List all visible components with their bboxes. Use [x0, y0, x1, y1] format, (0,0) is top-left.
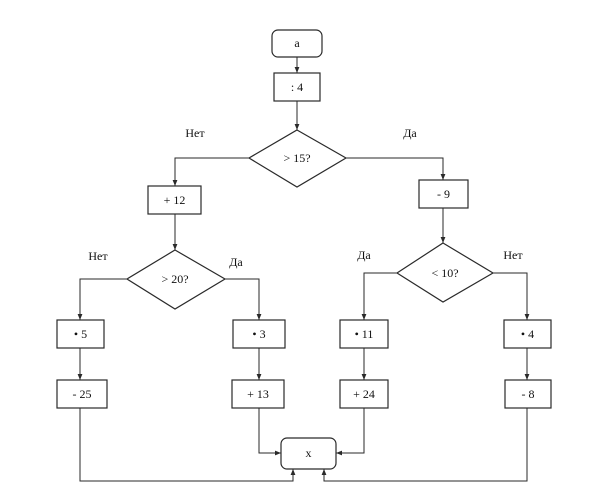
cond20-no-label: Нет	[88, 249, 108, 263]
end-label: x	[306, 446, 312, 460]
process-mul4: • 4	[503, 319, 552, 349]
decision-cond10: < 10?	[395, 242, 495, 303]
edge-cond20-mul5	[77, 278, 127, 320]
process-div4: : 4	[273, 72, 321, 102]
process-minus25: - 25	[56, 379, 108, 409]
process-mul5: • 5	[56, 319, 105, 349]
process-mul11: • 11	[339, 319, 389, 349]
minus9-label: - 9	[437, 187, 450, 201]
plus24-label: + 24	[353, 387, 375, 401]
plus13-label: + 13	[247, 387, 269, 401]
edge-plus24-end	[336, 408, 365, 456]
cond10-yes-label: Да	[357, 248, 371, 262]
cond15-yes-label: Да	[403, 126, 417, 140]
edge-minus25-end	[79, 408, 296, 482]
cond20-yes-label: Да	[229, 255, 243, 269]
edge-cond15-minus9	[346, 157, 446, 180]
decision-cond20: > 20?	[125, 249, 227, 310]
mul5-label: • 5	[74, 327, 87, 341]
cond20-label: > 20?	[161, 272, 188, 286]
edge-cond20-mul3	[225, 278, 262, 320]
cond10-label: < 10?	[431, 266, 458, 280]
mul4-label: • 4	[521, 327, 534, 341]
process-plus12: + 12	[147, 185, 202, 215]
minus25-label: - 25	[73, 387, 92, 401]
mul11-label: • 11	[355, 327, 374, 341]
decision-cond15: > 15?	[247, 129, 348, 188]
edge-cond10-mul4	[493, 272, 530, 320]
cond10-no-label: Нет	[503, 248, 523, 262]
edge-cond15-plus12	[172, 157, 249, 186]
mul3-label: • 3	[252, 327, 265, 341]
process-plus13: + 13	[231, 379, 285, 409]
div4-label: : 4	[291, 80, 303, 94]
process-minus9: - 9	[418, 179, 469, 209]
end-node: x	[280, 437, 337, 470]
connectors	[77, 57, 530, 482]
cond15-label: > 15?	[283, 151, 310, 165]
process-minus8: - 8	[504, 379, 552, 409]
process-plus24: + 24	[339, 379, 389, 409]
minus8-label: - 8	[522, 387, 535, 401]
process-mul3: • 3	[232, 319, 286, 349]
plus12-label: + 12	[164, 193, 186, 207]
start-node: a	[271, 29, 323, 58]
edge-plus13-end	[258, 408, 281, 456]
cond15-no-label: Нет	[185, 126, 205, 140]
edge-minus8-end	[321, 408, 528, 482]
start-label: a	[294, 36, 300, 50]
edge-cond10-mul11	[361, 272, 397, 320]
